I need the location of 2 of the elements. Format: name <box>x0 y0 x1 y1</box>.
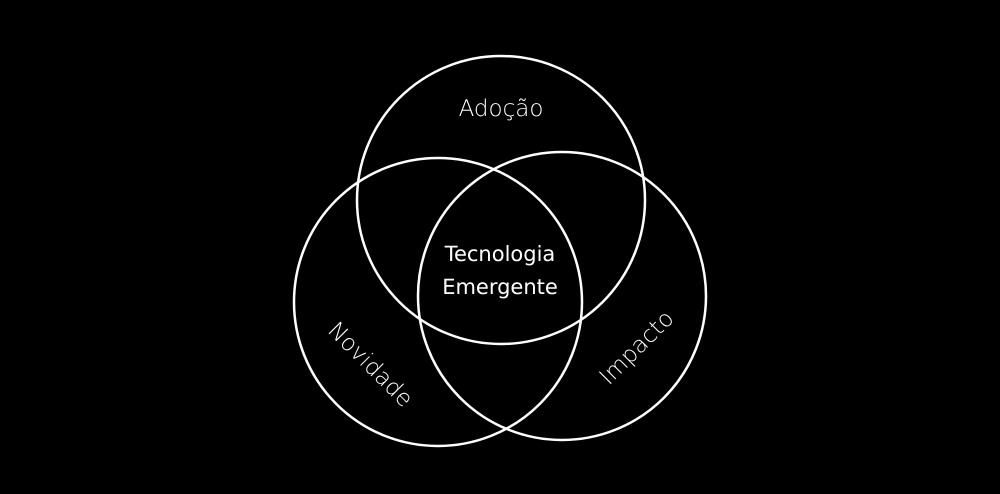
intersection-label: Tecnologia Emergente <box>441 241 559 301</box>
set-label: Adoção <box>458 96 544 122</box>
